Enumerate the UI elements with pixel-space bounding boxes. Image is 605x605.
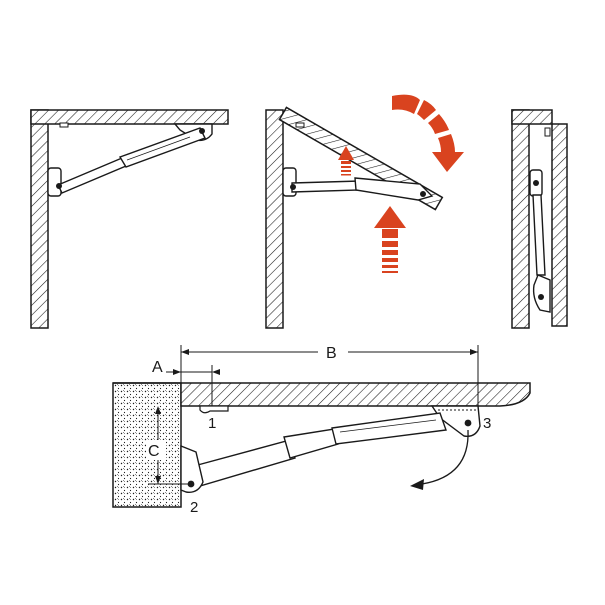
push-up-arrow-large — [374, 206, 406, 273]
strut-body — [331, 412, 447, 445]
panel-folded — [511, 109, 568, 329]
pivot — [420, 191, 426, 197]
point-3-label: 3 — [483, 415, 491, 432]
dim-b-label: B — [326, 345, 337, 362]
panel-open — [30, 109, 229, 329]
wall — [30, 109, 49, 329]
pivot — [199, 128, 205, 134]
strut — [532, 194, 546, 276]
top-cap — [511, 109, 553, 125]
pivot — [533, 180, 539, 186]
strut — [57, 157, 127, 194]
wall-plate — [47, 167, 62, 197]
swing-arrow — [421, 429, 469, 485]
pivot — [290, 184, 296, 190]
shelf-plate-3 — [430, 405, 481, 437]
wall-plate-2 — [180, 444, 204, 493]
strut-cylinder — [354, 177, 434, 201]
hinge-1 — [199, 405, 229, 414]
wall — [265, 109, 284, 329]
strut-rod — [193, 439, 296, 487]
pivot — [56, 183, 62, 189]
strut-cylinder — [283, 428, 339, 459]
pivot-3 — [464, 419, 472, 427]
dim-c-label: C — [148, 443, 160, 460]
point-1-label: 1 — [208, 415, 216, 432]
shelf-plate — [532, 274, 551, 313]
push-up-arrow-small — [338, 146, 354, 176]
rotate-arrow — [392, 94, 464, 172]
pivot — [538, 294, 544, 300]
pivot-2 — [187, 480, 195, 488]
strut — [291, 180, 361, 193]
point-2-label: 2 — [190, 499, 198, 516]
shelf-vertical — [551, 123, 568, 327]
panel-dimensions: B A 1 3 2 C — [112, 342, 531, 516]
shelf — [30, 109, 229, 125]
shelf-board — [113, 382, 531, 407]
wall — [511, 109, 530, 329]
dim-a-label: A — [152, 359, 163, 376]
strut-cylinder — [118, 127, 206, 168]
panel-folding — [265, 94, 464, 329]
